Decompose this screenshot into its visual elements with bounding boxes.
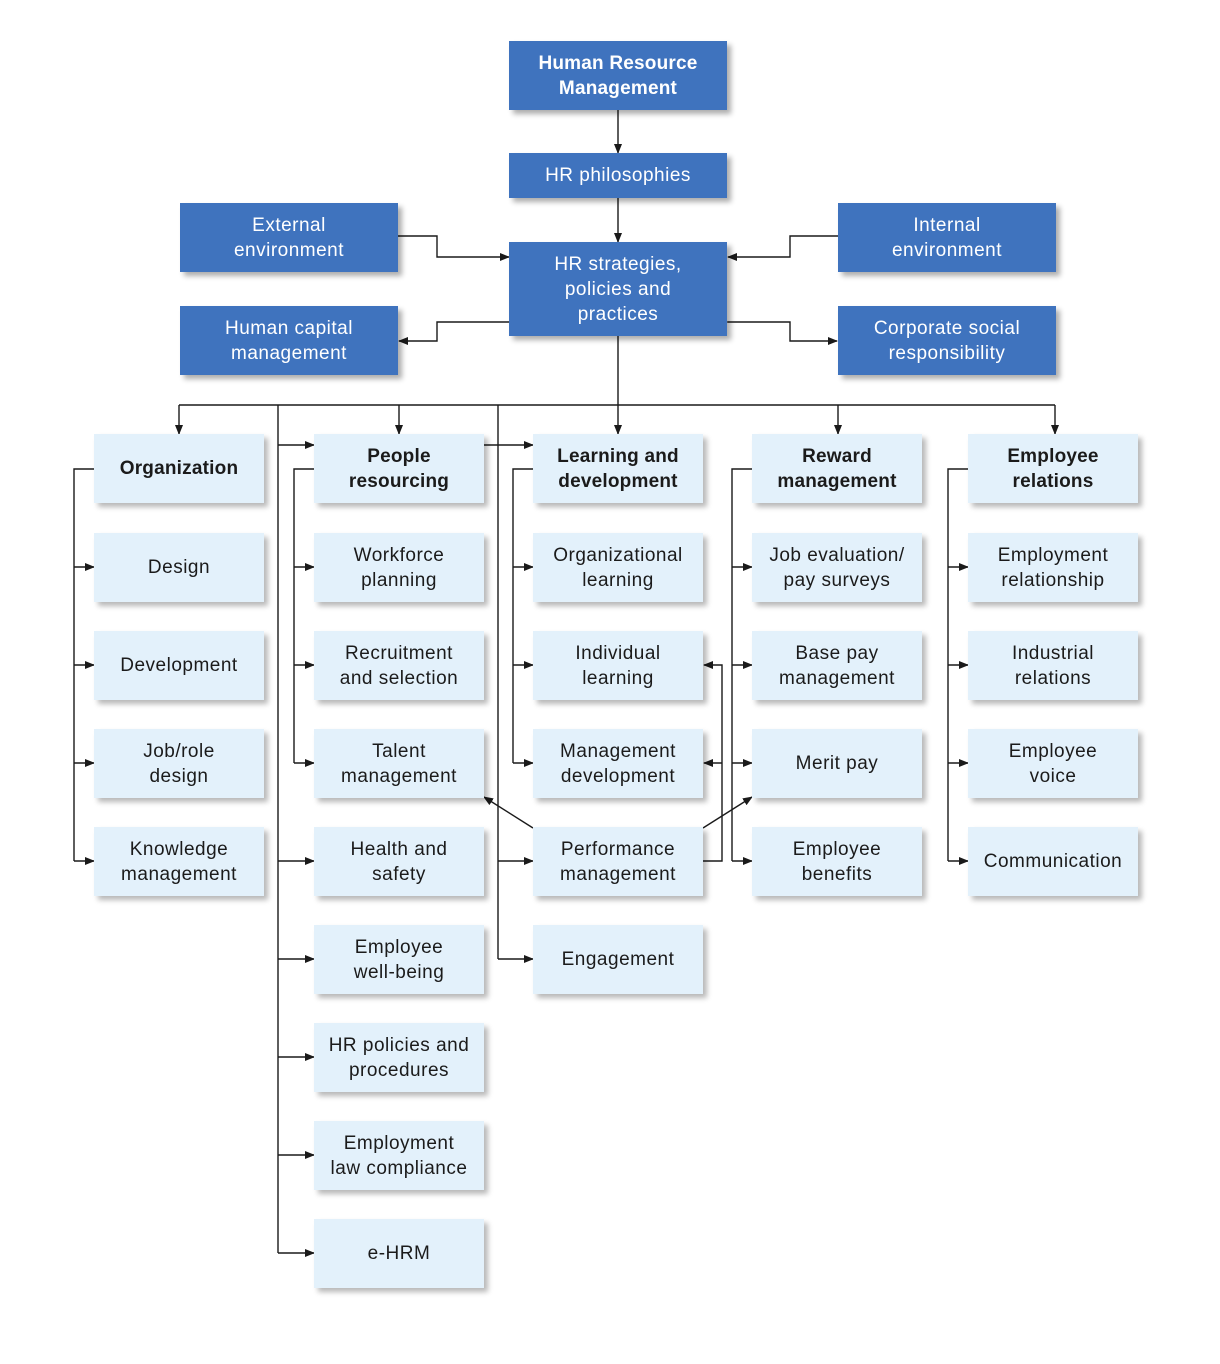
item-label: Job evaluation/ pay surveys [769, 544, 905, 591]
item-label: Merit pay [795, 753, 879, 774]
employee-relations-header: Employee relations [968, 434, 1138, 503]
item-label: Knowledge management [121, 838, 237, 885]
item-label: Workforce planning [353, 544, 445, 591]
org-item-development: Development [94, 631, 264, 700]
item-label: Individual learning [575, 642, 661, 689]
item-label: HR policies and procedures [328, 1034, 470, 1081]
pr-item-talent-management: Talent management [314, 729, 484, 798]
rw-item-merit-pay: Merit pay [752, 729, 922, 798]
ld-item-individual-learning: Individual learning [533, 631, 703, 700]
external-environment-label: External environment [233, 214, 345, 261]
item-label: Job/role design [143, 740, 215, 787]
human-capital-box: Human capital management [180, 306, 398, 375]
pr-item-recruitment: Recruitment and selection [314, 631, 484, 700]
ld-item-management-development: Management development [533, 729, 703, 798]
item-label: Base pay management [779, 642, 895, 689]
reward-title: Reward management [777, 445, 897, 492]
er-item-industrial-relations: Industrial relations [968, 631, 1138, 700]
item-label: Industrial relations [1011, 642, 1095, 689]
item-label: Design [147, 557, 211, 578]
external-environment-box: External environment [180, 203, 398, 272]
rw-item-job-evaluation: Job evaluation/ pay surveys [752, 533, 922, 602]
item-label: Performance management [560, 838, 676, 885]
ld-item-organizational-learning: Organizational learning [533, 533, 703, 602]
pr-item-e-hrm: e-HRM [314, 1219, 484, 1288]
learning-title: Learning and development [557, 445, 679, 492]
hr-strategies-box: HR strategies, policies and practices [509, 242, 727, 336]
csr-box: Corporate social responsibility [838, 306, 1056, 375]
organization-header: Organization [94, 434, 264, 503]
item-label: Employee voice [1008, 740, 1098, 787]
organization-title: Organization [119, 458, 239, 479]
hr-philosophies-box: HR philosophies [509, 153, 727, 198]
item-label: Communication [983, 851, 1123, 872]
csr-label: Corporate social responsibility [873, 317, 1021, 364]
hrm-label: Human Resource Management [538, 52, 698, 99]
ld-item-engagement: Engagement [533, 925, 703, 994]
er-item-communication: Communication [968, 827, 1138, 896]
pr-item-health-safety: Health and safety [314, 827, 484, 896]
ld-item-performance-management: Performance management [533, 827, 703, 896]
pr-item-workforce-planning: Workforce planning [314, 533, 484, 602]
people-resourcing-header: People resourcing [314, 434, 484, 503]
human-capital-label: Human capital management [225, 317, 353, 364]
er-item-employee-voice: Employee voice [968, 729, 1138, 798]
hr-philosophies-label: HR philosophies [545, 165, 691, 186]
item-label: Employee well-being [353, 936, 445, 983]
item-label: Management development [560, 740, 676, 787]
item-label: Health and safety [350, 838, 448, 885]
org-item-knowledge-management: Knowledge management [94, 827, 264, 896]
people-resourcing-title: People resourcing [348, 445, 450, 492]
org-item-design: Design [94, 533, 264, 602]
item-label: e-HRM [367, 1243, 431, 1264]
pr-item-hr-policies: HR policies and procedures [314, 1023, 484, 1092]
hr-strategies-label: HR strategies, policies and practices [554, 253, 682, 325]
item-label: Development [120, 655, 238, 676]
internal-environment-label: Internal environment [891, 214, 1003, 261]
rw-item-base-pay: Base pay management [752, 631, 922, 700]
pr-item-employee-well-being: Employee well-being [314, 925, 484, 994]
internal-environment-box: Internal environment [838, 203, 1056, 272]
item-label: Employment relationship [997, 544, 1109, 591]
employee-relations-title: Employee relations [1007, 445, 1099, 492]
item-label: Talent management [341, 740, 457, 787]
item-label: Employee benefits [792, 838, 882, 885]
hrm-box: Human Resource Management [509, 41, 727, 110]
er-item-employment-relationship: Employment relationship [968, 533, 1138, 602]
item-label: Organizational learning [553, 544, 683, 591]
item-label: Engagement [561, 949, 675, 970]
org-item-job-role-design: Job/role design [94, 729, 264, 798]
reward-header: Reward management [752, 434, 922, 503]
learning-header: Learning and development [533, 434, 703, 503]
item-label: Recruitment and selection [339, 642, 459, 689]
rw-item-employee-benefits: Employee benefits [752, 827, 922, 896]
item-label: Employment law compliance [330, 1132, 468, 1179]
pr-item-employment-law: Employment law compliance [314, 1121, 484, 1190]
